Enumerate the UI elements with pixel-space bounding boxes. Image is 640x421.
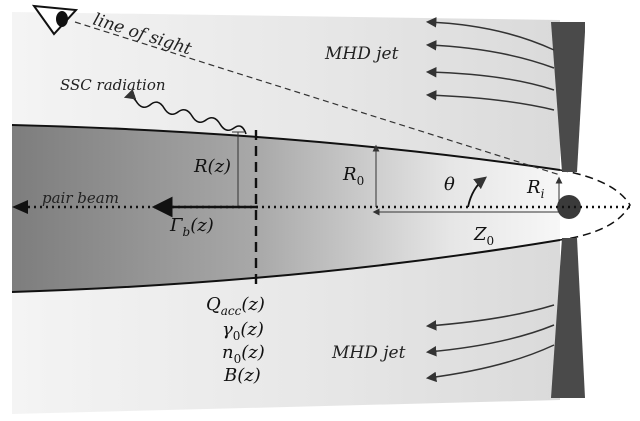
injection-rate-label: Qacc(z) [206, 294, 265, 318]
mhd-flow-arrows-bottom [425, 304, 555, 383]
jet-upper-boundary [11, 124, 561, 171]
jet-body [12, 125, 560, 292]
theta-label: θ [444, 174, 455, 195]
distance-Z0-label: Z0 [473, 224, 494, 248]
mhd-jet-label-top: MHD jet [324, 44, 399, 64]
pair-beam-arrowhead [12, 200, 28, 214]
pair-beam-label: pair beam [42, 189, 119, 207]
mhd-jet-label-bottom: MHD jet [331, 343, 406, 363]
bulk-lorentz-factor-label: Γb(z) [169, 215, 214, 239]
theta-angle-arc [467, 176, 487, 208]
accretion-disk-bottom [551, 238, 585, 398]
ssc-radiation-wave [123, 88, 247, 135]
magnetic-field-label: B(z) [223, 365, 261, 386]
density-label: n0(z) [222, 342, 265, 366]
jet-nozzle-outline [559, 169, 631, 241]
accretion-disk-top [551, 22, 585, 172]
jet-lower-boundary [11, 239, 561, 293]
line-of-sight [74, 21, 561, 176]
electron-gamma-label: γ0(z) [222, 319, 264, 343]
radius-Ri-label: Ri [526, 177, 545, 201]
mhd-flow-arrows-top [425, 17, 555, 111]
eye-icon [31, 4, 79, 36]
radius-z-label: R(z) [193, 156, 231, 177]
radius-R0-label: R0 [342, 164, 364, 188]
ssc-radiation-label: SSC radiation [60, 76, 166, 94]
